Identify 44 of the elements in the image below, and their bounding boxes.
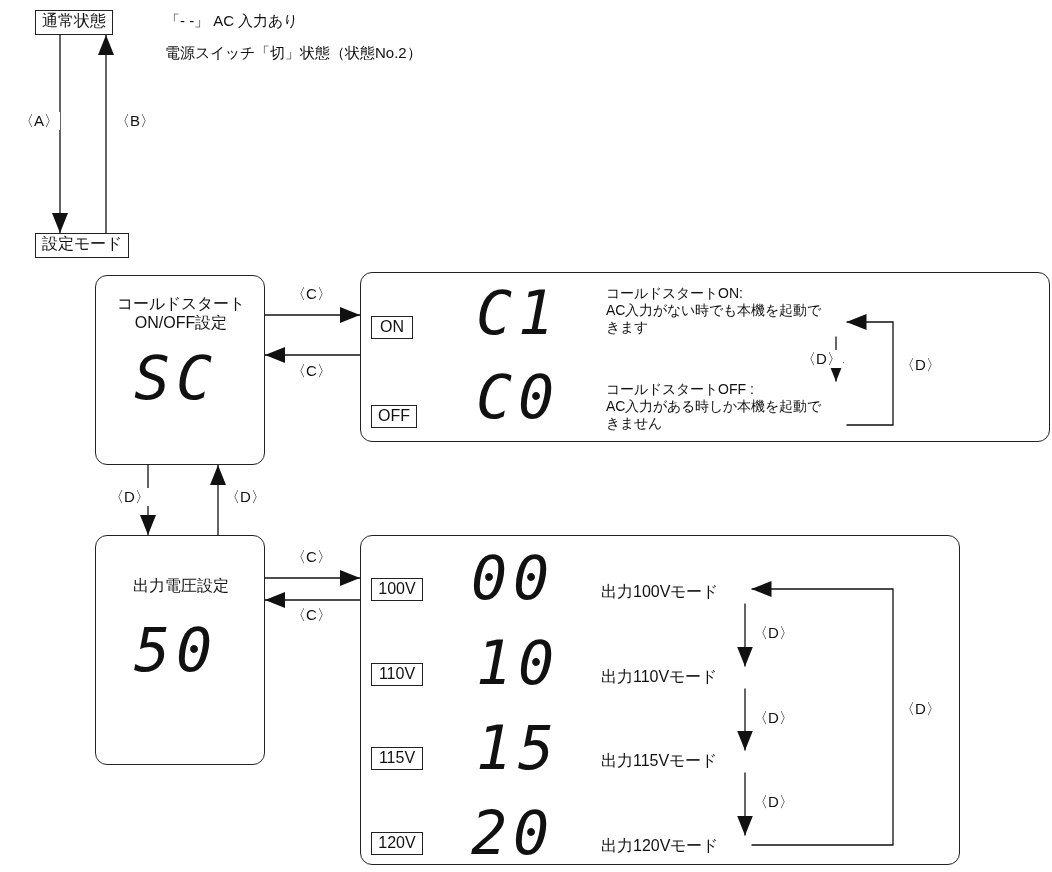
arrow [737, 771, 753, 837]
description-text: AC入力がある時しか本機を起動できません [606, 398, 823, 432]
mode-label: 110V [371, 663, 423, 686]
description-heading: コールドスタートOFF : [606, 381, 755, 398]
mode-label: OFF [371, 405, 417, 428]
arrow [737, 602, 753, 668]
mode-description: 出力100Vモード [601, 581, 751, 603]
arrow [98, 34, 114, 234]
mode-label: 設定モード [35, 233, 129, 258]
arrow [750, 581, 894, 846]
mode-label: ON [371, 316, 413, 339]
settings-panel [360, 272, 1050, 442]
mode-description: 出力120Vモード [601, 835, 751, 857]
mode-description: 出力115Vモード [601, 750, 751, 772]
arrow [264, 307, 361, 323]
segment-display-readout: 20 [471, 801, 556, 865]
segment-display-readout: 00 [471, 546, 556, 610]
mode-description: 出力110Vモード [601, 666, 751, 688]
arrow [264, 570, 361, 586]
segment-display-readout: C0 [476, 365, 561, 429]
settings-panel [95, 275, 265, 465]
settings-panel [95, 535, 265, 765]
description-heading: コールドスタートON: [606, 285, 744, 302]
arrow [737, 687, 753, 752]
segment-display-readout: SC [134, 346, 219, 410]
arrow [845, 314, 894, 426]
settings-panel [360, 535, 960, 865]
arrow [52, 34, 68, 234]
panel-title: 出力電圧設定 [132, 576, 230, 595]
note-text: 電源スイッチ「切」状態（状態No.2） [165, 44, 422, 62]
segment-display-readout: 15 [476, 716, 561, 780]
segment-display-readout: C1 [476, 281, 561, 345]
segment-display-readout: 50 [134, 618, 219, 682]
mode-label: 通常状態 [35, 10, 113, 35]
arrow [264, 347, 361, 363]
panel-title: コールドスタート ON/OFF設定 [116, 294, 246, 332]
note-text: 「- -」 AC 入力あり [165, 12, 299, 30]
arrow [264, 592, 361, 608]
arrow [210, 464, 226, 536]
mode-label: 120V [371, 832, 423, 855]
mode-label: 115V [371, 747, 423, 770]
description-text: AC入力がない時でも本機を起動できます [606, 302, 823, 336]
mode-label: 100V [371, 578, 423, 601]
segment-display-readout: 10 [476, 631, 561, 695]
